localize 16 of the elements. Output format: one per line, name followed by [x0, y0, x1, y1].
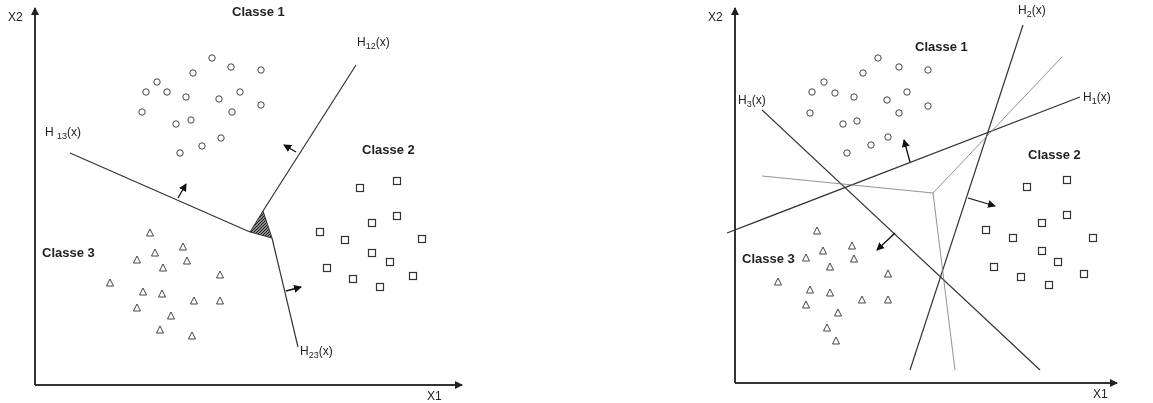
class-label: Classe 3 [42, 246, 95, 260]
boundary-label: H $_{13}$(x) [45, 125, 81, 144]
axis-label: X1 [427, 389, 442, 403]
class-label: Classe 2 [1028, 148, 1081, 162]
axis-label: X2 [8, 10, 23, 24]
axis-label: X2 [708, 10, 723, 24]
boundary-label: H$_{1}$(x) [1083, 90, 1111, 109]
boundary-label: H$_{2}$(x) [1018, 3, 1046, 22]
boundary-label: H$_{3}$(x) [738, 93, 766, 112]
class-label: Classe 1 [915, 40, 968, 54]
boundary-label: H$_{23}$(x) [300, 344, 333, 363]
class-label: Classe 2 [362, 143, 415, 157]
class-label: Classe 3 [742, 252, 795, 266]
axis-label: X1 [1093, 387, 1108, 401]
class-label: Classe 1 [232, 5, 285, 19]
boundary-label: H$_{12}$(x) [357, 35, 390, 54]
